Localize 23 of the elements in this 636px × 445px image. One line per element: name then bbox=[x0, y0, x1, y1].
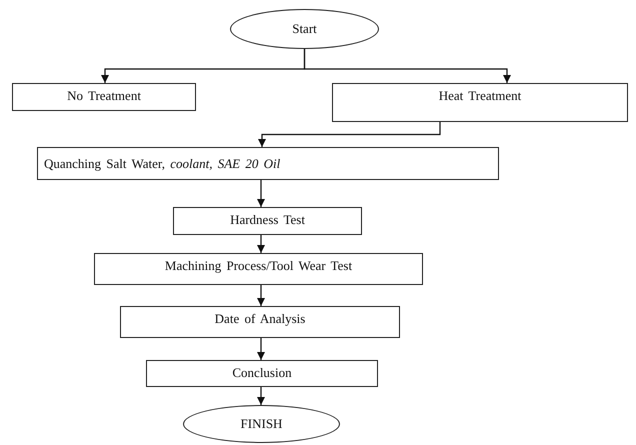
arrow bbox=[257, 387, 265, 405]
node-label: No Treatment bbox=[67, 88, 141, 104]
process-box bbox=[12, 83, 196, 111]
node-label: Heat Treatment bbox=[438, 88, 522, 104]
node-label: Hardness Test bbox=[230, 212, 305, 228]
process-box bbox=[146, 360, 378, 387]
process-box bbox=[332, 83, 628, 122]
process-box bbox=[37, 147, 499, 180]
node-label: Start bbox=[292, 21, 317, 37]
process-box bbox=[94, 253, 423, 285]
node-label: Date of Analysis bbox=[214, 311, 306, 327]
arrow bbox=[257, 285, 265, 306]
arrow bbox=[257, 338, 265, 360]
process-box bbox=[173, 207, 362, 235]
process-box bbox=[120, 306, 400, 338]
arrow bbox=[257, 235, 265, 253]
node-label: Machining Process/Tool Wear Test bbox=[164, 258, 352, 274]
arrow bbox=[304, 49, 511, 83]
arrow bbox=[257, 180, 265, 207]
node-label: Conclusion bbox=[232, 365, 292, 381]
node-label: FINISH bbox=[240, 416, 282, 432]
arrow bbox=[258, 122, 441, 147]
node-label: Quanching Salt Water, coolant, SAE 20 Oil bbox=[44, 156, 280, 172]
